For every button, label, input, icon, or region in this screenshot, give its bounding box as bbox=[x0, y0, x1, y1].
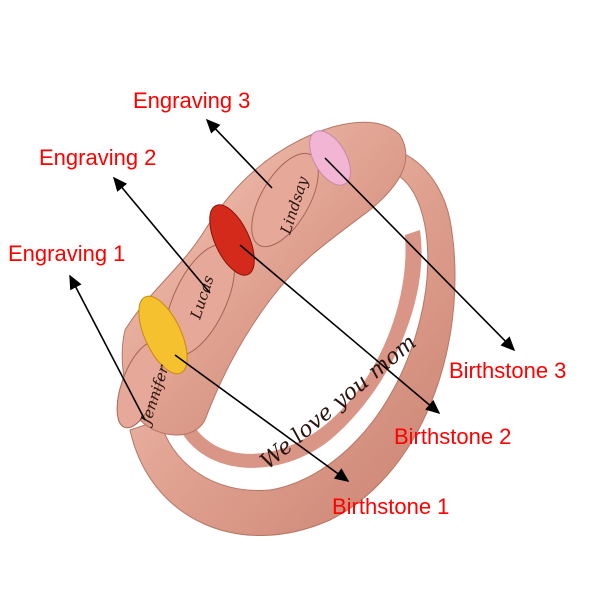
birthstone-3-gem bbox=[309, 130, 351, 186]
engraving-2-arrow bbox=[112, 176, 211, 294]
engraving-1-label: Engraving 1 bbox=[8, 241, 126, 266]
engraving-3-arrow bbox=[205, 118, 273, 189]
birthstone-1-arrow bbox=[174, 354, 350, 482]
birthstone-2-arrow bbox=[239, 244, 441, 415]
birthstone-3-label: Birthstone 3 bbox=[449, 358, 567, 383]
engraving-2-label: Engraving 2 bbox=[39, 145, 157, 170]
birthstone-2-gem bbox=[209, 204, 255, 276]
birthstone-1-label: Birthstone 1 bbox=[332, 494, 450, 519]
birthstone-3-arrow bbox=[324, 157, 516, 352]
engraving-1-arrow bbox=[69, 274, 146, 421]
ring-inner-band bbox=[175, 230, 422, 468]
birthstone-1-gem bbox=[138, 295, 188, 375]
engraving-3-label: Engraving 3 bbox=[133, 88, 251, 113]
birthstone-2-label: Birthstone 2 bbox=[394, 424, 512, 449]
